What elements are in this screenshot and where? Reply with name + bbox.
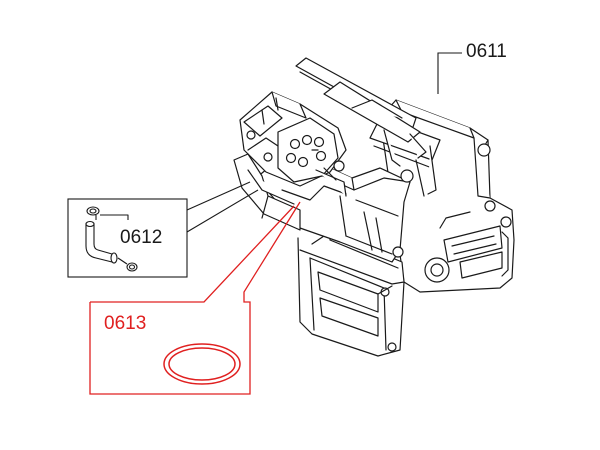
elbow-connector-drawing bbox=[85, 206, 138, 272]
part-number-0611: 0611 bbox=[466, 41, 507, 62]
part-number-0612: 0612 bbox=[120, 227, 163, 248]
part-number-0613: 0613 bbox=[104, 313, 147, 334]
inset-frame-0612 bbox=[67, 181, 259, 278]
highlight-callout-0613 bbox=[89, 201, 301, 395]
brewing-unit-housing-drawing bbox=[233, 57, 515, 357]
leader-0611 bbox=[437, 52, 462, 94]
o-ring-drawing bbox=[163, 343, 241, 385]
